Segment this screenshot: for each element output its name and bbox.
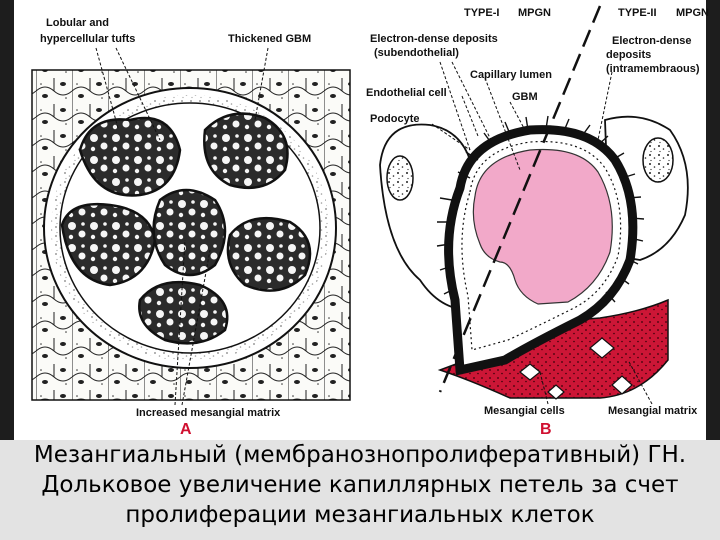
- panel-b: TYPE-I MPGN TYPE-II MPGN Electron-dense …: [366, 5, 709, 438]
- panel-a-letter: A: [180, 421, 192, 438]
- label-increased-matrix: Increased mesangial matrix: [136, 407, 281, 419]
- label-type2: TYPE-II: [618, 7, 657, 19]
- label-capillary-lumen: Capillary lumen: [470, 69, 552, 81]
- label-deposits-right-1: Electron-dense: [612, 35, 691, 47]
- label-podocyte: Podocyte: [370, 113, 420, 125]
- caption-line-3: пролиферации мезангиальных клеток: [125, 502, 595, 528]
- label-type1: TYPE-I: [464, 7, 499, 19]
- mesangial-cells: [519, 337, 633, 400]
- caption-line-1: Мезангиальный (мембранознопролиферативны…: [33, 442, 687, 468]
- label-deposits-left-2: (subendothelial): [374, 47, 459, 59]
- label-lobular-line1: Lobular and: [46, 17, 109, 29]
- label-deposits-right-3: (intramembraous): [606, 63, 700, 75]
- label-mesangial-cells: Mesangial cells: [484, 405, 565, 417]
- label-mpgn2: MPGN: [676, 7, 709, 19]
- label-endothelial-cell: Endothelial cell: [366, 87, 447, 99]
- capillary-lumen: [472, 148, 613, 305]
- label-lobular-line2: hypercellular tufts: [40, 33, 135, 45]
- label-thickened-gbm: Thickened GBM: [228, 33, 311, 45]
- label-deposits-left-1: Electron-dense deposits: [370, 33, 498, 45]
- slide-caption: Мезангиальный (мембранознопролиферативны…: [0, 440, 720, 540]
- glomerular-lobules: [60, 112, 312, 345]
- panel-b-letter: B: [540, 421, 552, 438]
- label-mesangial-matrix: Mesangial matrix: [608, 405, 698, 417]
- mesangial-matrix-region: [437, 298, 669, 399]
- label-deposits-right-2: deposits: [606, 49, 651, 61]
- label-mpgn1: MPGN: [518, 7, 551, 19]
- panel-a: Lobular and hypercellular tufts Thickene…: [31, 17, 351, 438]
- label-gbm: GBM: [512, 91, 538, 103]
- caption-line-2: Дольковое увеличение капиллярных петель …: [41, 472, 679, 498]
- glomerulus-illustration: Lobular and hypercellular tufts Thickene…: [0, 0, 720, 440]
